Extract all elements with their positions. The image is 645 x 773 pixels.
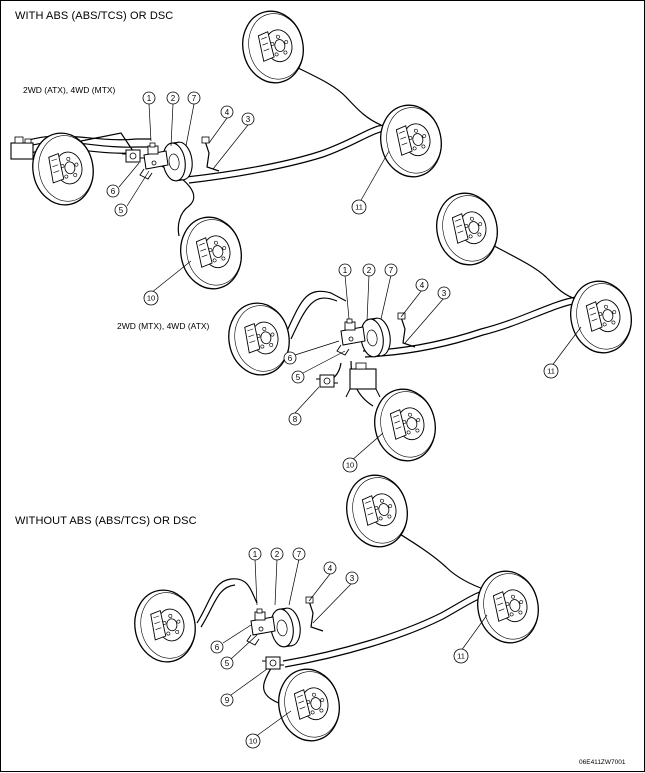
svg-text:6: 6 — [215, 643, 220, 652]
svg-text:10: 10 — [249, 737, 257, 746]
front-wheel-left — [26, 127, 100, 211]
callout-1: 1 — [248, 547, 262, 561]
callout-4: 4 — [220, 105, 234, 119]
master-cylinder — [139, 142, 169, 180]
svg-text:3: 3 — [246, 115, 251, 124]
rear-wheel-lower — [470, 564, 546, 650]
svg-text:2: 2 — [367, 266, 372, 275]
front-wheel-left — [222, 297, 296, 381]
callout-5: 5 — [291, 370, 305, 384]
callout-2: 2 — [362, 263, 376, 277]
callout-6: 6 — [283, 351, 297, 365]
callout-11: 11 — [351, 199, 367, 215]
leader-lines — [118, 103, 582, 738]
svg-text:8: 8 — [293, 415, 298, 424]
svg-text:4: 4 — [328, 564, 333, 573]
svg-text:2: 2 — [275, 550, 280, 559]
svg-text:5: 5 — [296, 373, 301, 382]
svg-text:1: 1 — [343, 266, 348, 275]
brake-pedal — [201, 136, 220, 172]
svg-text:1: 1 — [253, 550, 258, 559]
callout-7: 7 — [384, 263, 398, 277]
master-cylinder — [336, 318, 366, 356]
svg-text:11: 11 — [457, 652, 465, 661]
panel-abs-variant-a — [10, 4, 449, 296]
callout-10: 10 — [342, 457, 358, 473]
callout-1: 1 — [338, 263, 352, 277]
svg-text:4: 4 — [225, 108, 230, 117]
abs-hydraulic-unit — [10, 136, 34, 160]
callout-3: 3 — [345, 571, 359, 585]
rear-wheel-lower — [563, 274, 639, 360]
svg-text:3: 3 — [350, 574, 355, 583]
svg-text:7: 7 — [297, 550, 302, 559]
rear-wheel-lower — [373, 98, 449, 184]
svg-text:4: 4 — [420, 281, 425, 290]
svg-text:7: 7 — [389, 266, 394, 275]
rear-wheel-upper — [429, 186, 505, 272]
abs-hydraulic-unit — [345, 362, 381, 398]
without-abs-heading: WITHOUT ABS (ABS/TCS) OR DSC — [15, 515, 197, 527]
front-wheel-left — [128, 584, 202, 668]
callout-3: 3 — [241, 112, 255, 126]
panel-abs-variant-b — [222, 186, 639, 468]
with-abs-heading: WITH ABS (ABS/TCS) OR DSC — [15, 10, 174, 22]
rear-wheel-upper — [339, 468, 415, 554]
callout-10: 10 — [143, 290, 159, 306]
svg-text:3: 3 — [442, 289, 447, 298]
callout-7: 7 — [292, 547, 306, 561]
variant-a-label: 2WD (ATX), 4WD (MTX) — [23, 85, 116, 95]
callout-8: 8 — [288, 412, 302, 426]
figure-code: 06E411ZW7001 — [579, 759, 626, 766]
variant-b-label: 2WD (MTX), 4WD (ATX) — [117, 321, 210, 331]
panel-without-abs — [128, 468, 546, 748]
callout-3: 3 — [437, 286, 451, 300]
callout-5: 5 — [114, 203, 128, 217]
svg-text:9: 9 — [225, 696, 230, 705]
callout-11: 11 — [543, 363, 559, 379]
callouts: 1 2 7 4 3 6 5 10 11 1 2 7 4 3 6 5 8 10 1… — [106, 91, 559, 749]
callout-4: 4 — [415, 278, 429, 292]
svg-text:2: 2 — [171, 94, 176, 103]
svg-text:10: 10 — [346, 461, 354, 470]
front-wheel-right — [173, 210, 249, 296]
svg-text:11: 11 — [547, 367, 555, 376]
callout-6: 6 — [210, 640, 224, 654]
front-wheel-right — [271, 662, 347, 748]
brake-pipes — [196, 520, 496, 708]
svg-text:11: 11 — [355, 203, 363, 212]
callout-1: 1 — [142, 91, 156, 105]
callout-7: 7 — [187, 91, 201, 105]
svg-text:6: 6 — [288, 354, 293, 363]
brake-pedal — [397, 312, 416, 348]
callout-2: 2 — [166, 91, 180, 105]
master-cylinder — [246, 608, 276, 646]
svg-text:5: 5 — [225, 659, 230, 668]
callout-2: 2 — [270, 547, 284, 561]
svg-text:5: 5 — [119, 206, 124, 215]
callout-4: 4 — [323, 561, 337, 575]
svg-text:7: 7 — [192, 94, 197, 103]
svg-text:6: 6 — [111, 187, 116, 196]
callout-10: 10 — [245, 733, 261, 749]
callout-9: 9 — [220, 693, 234, 707]
brake-pedal — [305, 596, 324, 632]
callout-5: 5 — [220, 656, 234, 670]
svg-text:1: 1 — [147, 94, 152, 103]
proportioning-valve — [121, 149, 145, 163]
proportioning-valve — [261, 656, 285, 670]
callout-6: 6 — [106, 184, 120, 198]
svg-text:10: 10 — [147, 294, 155, 303]
rear-wheel-upper — [235, 4, 311, 90]
callout-11: 11 — [453, 648, 469, 664]
